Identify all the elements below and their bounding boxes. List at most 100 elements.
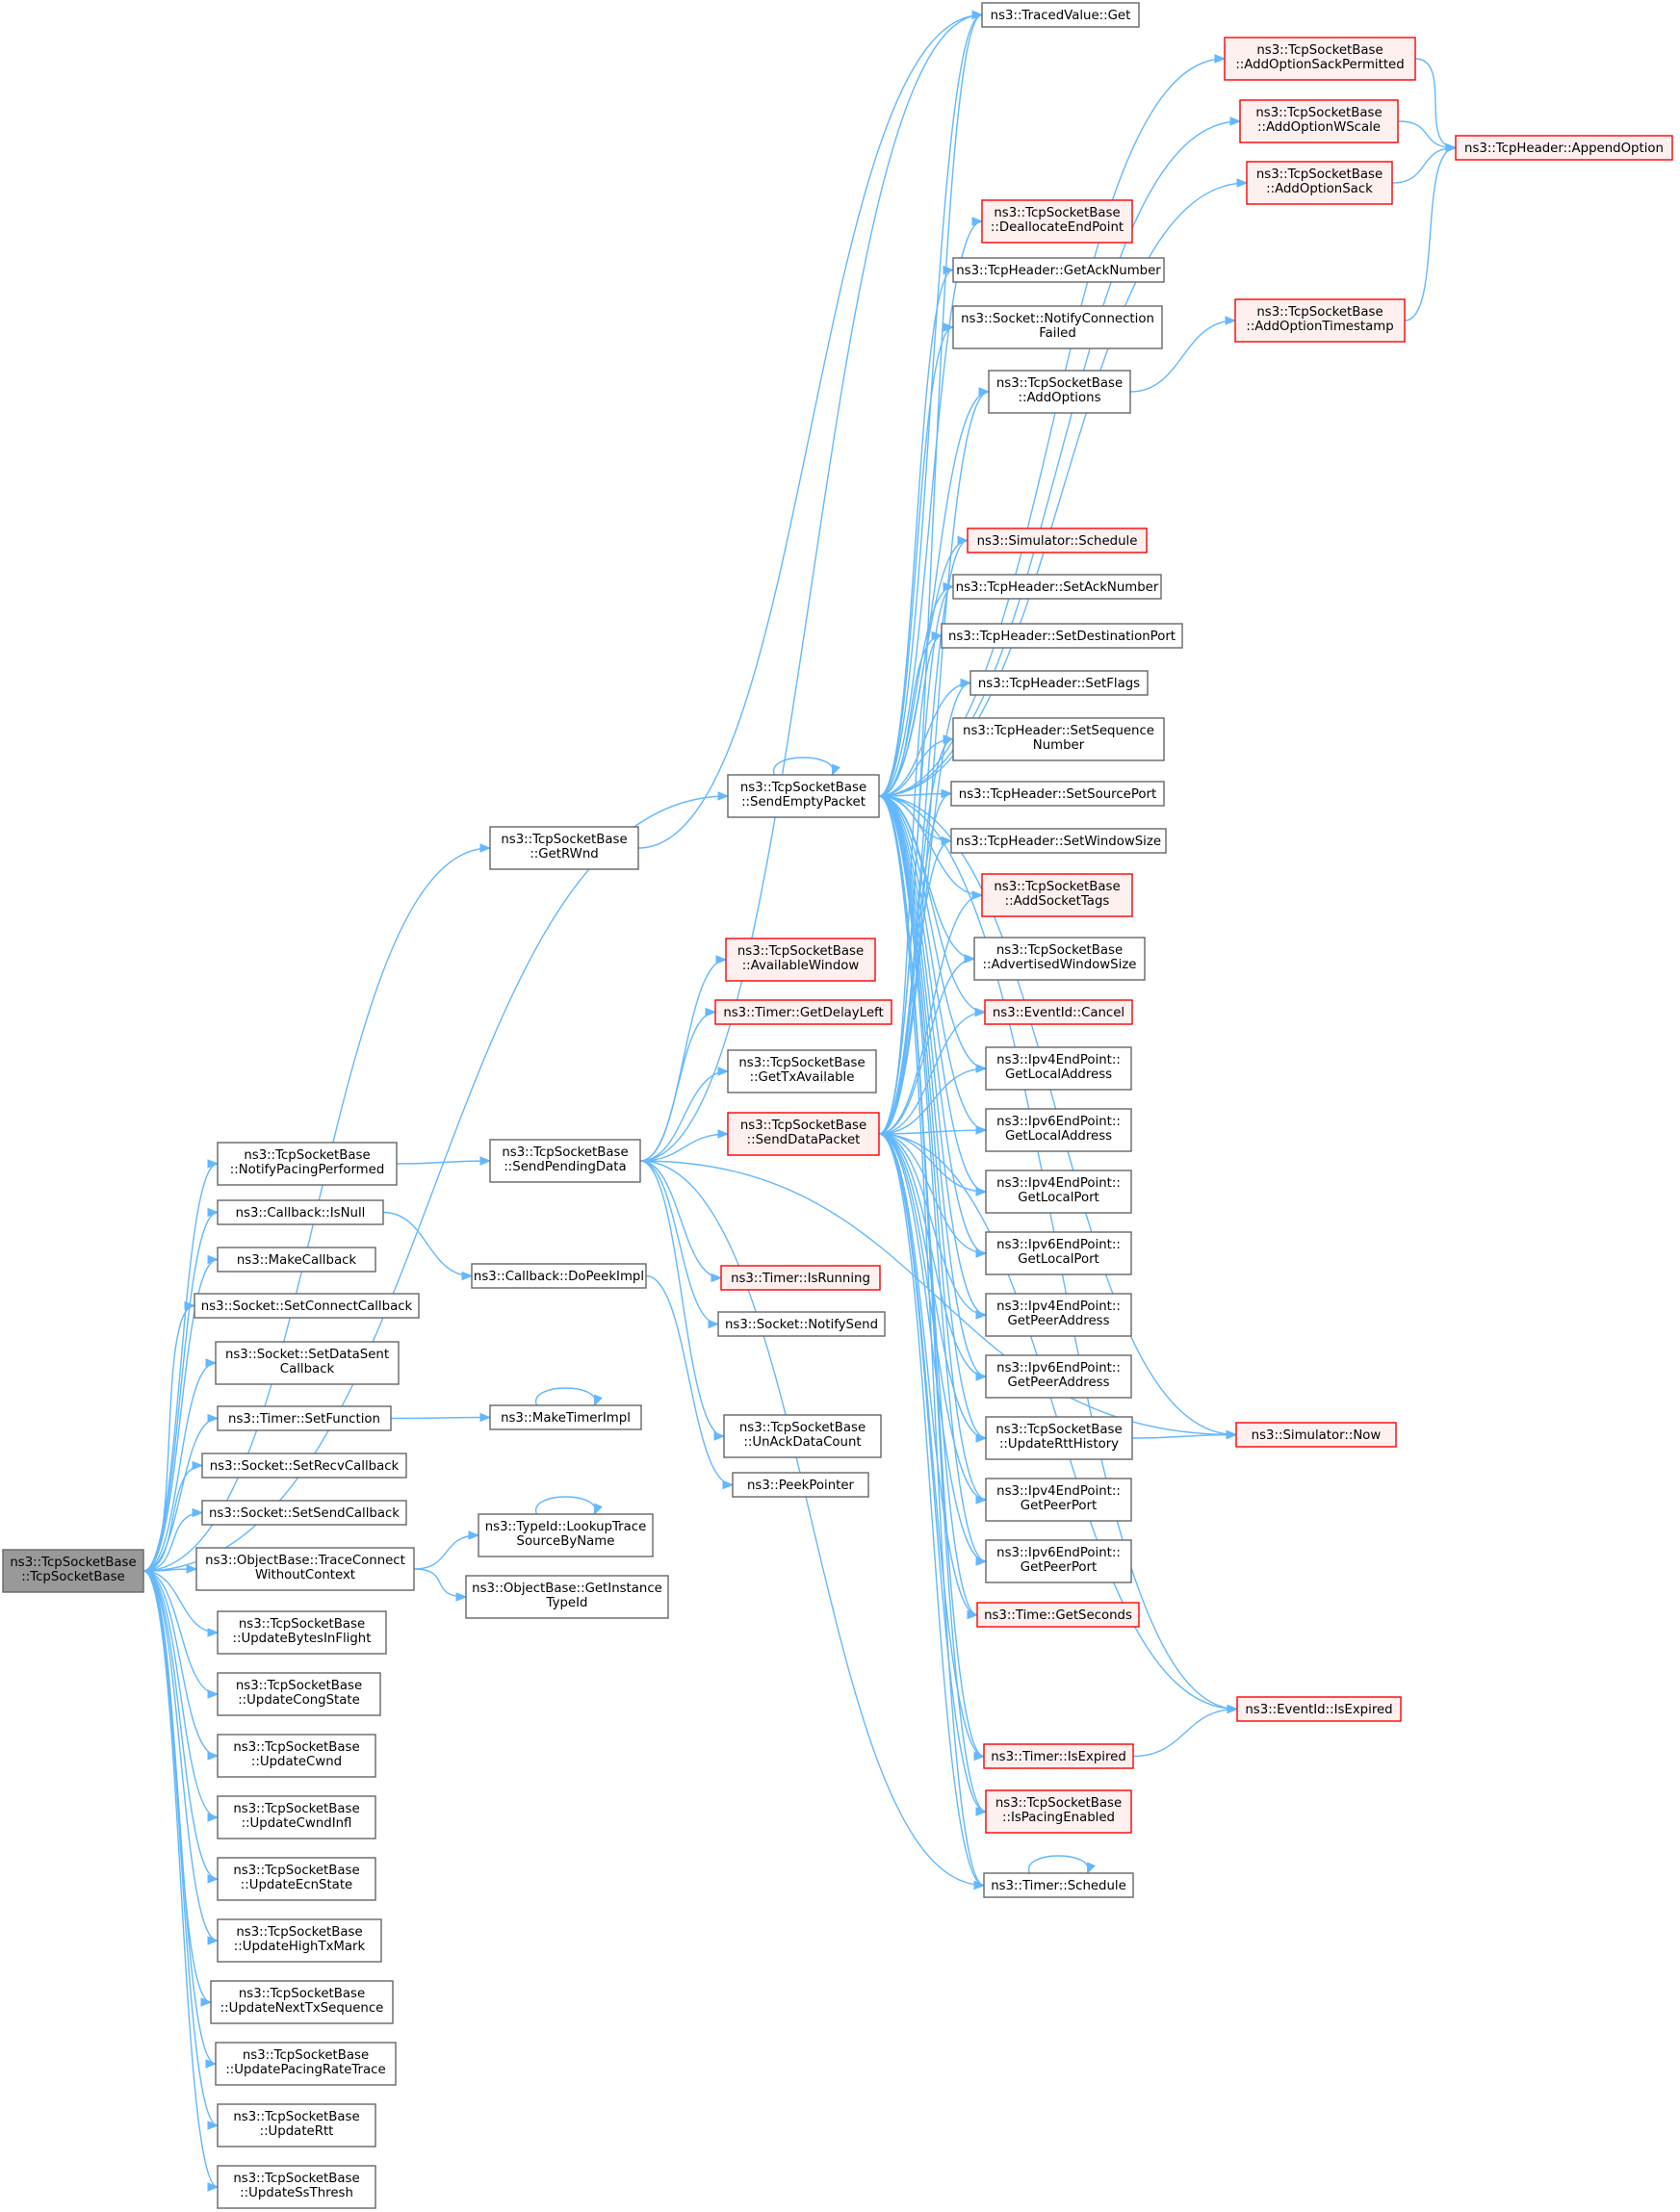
node-getacknumber[interactable]: ns3::TcpHeader::GetAckNumber [952, 257, 1165, 283]
node-ipv4peeraddr[interactable]: ns3::Ipv4EndPoint::GetPeerAddress [985, 1293, 1132, 1337]
edge-line [878, 269, 954, 797]
node-availablewindow[interactable]: ns3::TcpSocketBase::AvailableWindow [725, 938, 876, 982]
node-setwindowsize[interactable]: ns3::TcpHeader::SetWindowSize [950, 828, 1167, 854]
edge-line [637, 13, 983, 849]
edge-line [1028, 1855, 1089, 1874]
node-label: ns3::TcpSocketBase [739, 1421, 866, 1435]
node-label: ns3::PeekPointer [747, 1479, 855, 1493]
node-ipv4peerport[interactable]: ns3::Ipv4EndPoint::GetPeerPort [985, 1478, 1132, 1522]
edge-arrowhead [717, 1129, 730, 1139]
node-root[interactable]: ns3::TcpSocketBase::TcpSocketBase [2, 1549, 144, 1593]
node-eventcancel[interactable]: ns3::EventId::Cancel [984, 999, 1133, 1025]
node-timerisexpired[interactable]: ns3::Timer::IsExpired [983, 1743, 1134, 1769]
node-addsockettags[interactable]: ns3::TcpSocketBase::AddSocketTags [981, 873, 1133, 917]
node-getrwnd[interactable]: ns3::TcpSocketBase::GetRWnd [489, 826, 639, 870]
node-upd_cwnd[interactable]: ns3::TcpSocketBase::UpdateCwnd [217, 1734, 376, 1778]
node-upd_ssthresh[interactable]: ns3::TcpSocketBase::UpdateSsThresh [217, 2165, 376, 2209]
node-upd_pacingrate[interactable]: ns3::TcpSocketBase::UpdatePacingRateTrac… [215, 2042, 397, 2086]
node-upd_cwndinfl[interactable]: ns3::TcpSocketBase::UpdateCwndInfl [217, 1795, 376, 1839]
edge-root-to-upd_cwnd [142, 1570, 220, 1761]
node-setflags[interactable]: ns3::TcpHeader::SetFlags [969, 670, 1149, 696]
edge-line [878, 795, 983, 896]
node-setrecvcb[interactable]: ns3::Socket::SetRecvCallback [201, 1453, 407, 1479]
node-timegetseconds[interactable]: ns3::Time::GetSeconds [976, 1602, 1140, 1628]
node-ipv4localport[interactable]: ns3::Ipv4EndPoint::GetLocalPort [985, 1170, 1132, 1214]
edge-timerschedule-to-timerschedule [1028, 1855, 1096, 1875]
node-upd_ecnstate[interactable]: ns3::TcpSocketBase::UpdateEcnState [217, 1857, 376, 1901]
node-label: Number [1033, 738, 1085, 753]
node-addoptions[interactable]: ns3::TcpSocketBase::AddOptions [988, 370, 1131, 414]
node-ipv6localport[interactable]: ns3::Ipv6EndPoint::GetLocalPort [985, 1231, 1132, 1275]
node-label: ::DeallocateEndPoint [991, 220, 1124, 235]
node-gettxavailable[interactable]: ns3::TcpSocketBase::GetTxAvailable [727, 1049, 877, 1093]
edge-arrowhead [975, 1248, 988, 1258]
node-addoptionsack[interactable]: ns3::TcpSocketBase::AddOptionSack [1246, 161, 1393, 205]
node-box [981, 2, 1140, 28]
node-unackdatacount[interactable]: ns3::TcpSocketBase::UnAckDataCount [723, 1414, 882, 1458]
node-advertisedwindow[interactable]: ns3::TcpSocketBase::AdvertisedWindowSize [973, 937, 1146, 981]
node-cbisnull[interactable]: ns3::Callback::IsNull [217, 1199, 384, 1225]
node-makecallback[interactable]: ns3::MakeCallback [217, 1247, 376, 1273]
node-sendpending[interactable]: ns3::TcpSocketBase::SendPendingData [489, 1139, 641, 1183]
node-traceconnect[interactable]: ns3::ObjectBase::TraceConnectWithoutCont… [195, 1547, 415, 1591]
node-notifysend[interactable]: ns3::Socket::NotifySend [717, 1311, 886, 1337]
node-box [217, 1672, 381, 1716]
node-label: GetPeerPort [1021, 1499, 1097, 1513]
node-ipv4localaddr[interactable]: ns3::Ipv4EndPoint::GetLocalAddress [985, 1046, 1132, 1091]
edge-line [878, 795, 987, 1501]
node-label: GetLocalPort [1018, 1252, 1099, 1267]
node-sendempty[interactable]: ns3::TcpSocketBase::SendEmptyPacket [727, 774, 880, 818]
node-simnow[interactable]: ns3::Simulator::Now [1235, 1422, 1397, 1448]
node-tracedvalueget[interactable]: ns3::TracedValue::Get [981, 2, 1140, 28]
node-simschedule[interactable]: ns3::Simulator::Schedule [967, 527, 1148, 553]
node-notifypacing[interactable]: ns3::TcpSocketBase::NotifyPacingPerforme… [217, 1142, 398, 1186]
edge-line [878, 795, 987, 1813]
node-setsourceport[interactable]: ns3::TcpHeader::SetSourcePort [950, 781, 1165, 807]
node-ispacingenabled[interactable]: ns3::TcpSocketBase::IsPacingEnabled [985, 1789, 1132, 1834]
node-updatertthistory[interactable]: ns3::TcpSocketBase::UpdateRttHistory [985, 1416, 1133, 1460]
edge-arrowhead [1229, 116, 1242, 126]
edge-line [639, 1133, 729, 1162]
node-upd_rtt[interactable]: ns3::TcpSocketBase::UpdateRtt [217, 2103, 376, 2148]
node-ipv6peeraddr[interactable]: ns3::Ipv6EndPoint::GetPeerAddress [985, 1354, 1132, 1399]
node-label: ::UpdateBytesInFlight [233, 1632, 372, 1646]
node-box [720, 1265, 881, 1291]
node-timersetfunction[interactable]: ns3::Timer::SetFunction [217, 1405, 392, 1431]
node-addoptionwscale[interactable]: ns3::TcpSocketBase::AddOptionWScale [1239, 99, 1399, 143]
node-timerschedule[interactable]: ns3::Timer::Schedule [983, 1872, 1134, 1898]
edge-arrowhead [711, 1273, 723, 1283]
node-addoptionsackperm[interactable]: ns3::TcpSocketBase::AddOptionSackPermitt… [1224, 37, 1416, 81]
node-maketimerimpl[interactable]: ns3::MakeTimerImpl [489, 1404, 642, 1430]
node-peekpointer[interactable]: ns3::PeekPointer [732, 1472, 869, 1498]
node-label: ns3::TcpSocketBase [239, 1617, 365, 1632]
node-upd_hightxmark[interactable]: ns3::TcpSocketBase::UpdateHighTxMark [217, 1918, 382, 1963]
node-senddatapacket[interactable]: ns3::TcpSocketBase::SendDataPacket [727, 1112, 880, 1156]
edge-arrowhead [975, 1372, 988, 1381]
node-upd_bytesinflight[interactable]: ns3::TcpSocketBase::UpdateBytesInFlight [217, 1610, 387, 1655]
node-setdestport[interactable]: ns3::TcpHeader::SetDestinationPort [941, 623, 1183, 649]
edge-root-to-setconnectcb [142, 1300, 196, 1572]
edge-arrowhead [207, 2182, 220, 2192]
node-box [195, 1547, 415, 1591]
node-ipv6localaddr[interactable]: ns3::Ipv6EndPoint::GetLocalAddress [985, 1108, 1132, 1152]
edge-sendpending-to-notifysend [639, 1160, 720, 1329]
node-getdelayleft[interactable]: ns3::Timer::GetDelayLeft [714, 999, 892, 1025]
node-setacknumber[interactable]: ns3::TcpHeader::SetAckNumber [952, 574, 1162, 600]
node-addoptiontimestamp[interactable]: ns3::TcpSocketBase::AddOptionTimestamp [1234, 298, 1406, 343]
node-setconnectcb[interactable]: ns3::Socket::SetConnectCallback [194, 1293, 420, 1319]
node-dopeekimpl[interactable]: ns3::Callback::DoPeekImpl [471, 1263, 647, 1289]
node-eventisexpired[interactable]: ns3::EventId::IsExpired [1236, 1696, 1402, 1722]
node-upd_nexttxseq[interactable]: ns3::TcpSocketBase::UpdateNextTxSequence [210, 1980, 394, 2024]
node-timerisrunning[interactable]: ns3::Timer::IsRunning [720, 1265, 881, 1291]
node-setsendcb[interactable]: ns3::Socket::SetSendCallback [201, 1500, 407, 1526]
node-appendoption[interactable]: ns3::TcpHeader::AppendOption [1455, 135, 1673, 161]
edge-senddatapacket-to-setsourceport [878, 788, 953, 1135]
node-deallocateendpoint[interactable]: ns3::TcpSocketBase::DeallocateEndPoint [981, 199, 1133, 244]
node-upd_congstate[interactable]: ns3::TcpSocketBase::UpdateCongState [217, 1672, 381, 1716]
node-ipv6peerport[interactable]: ns3::Ipv6EndPoint::GetPeerPort [985, 1539, 1132, 1583]
